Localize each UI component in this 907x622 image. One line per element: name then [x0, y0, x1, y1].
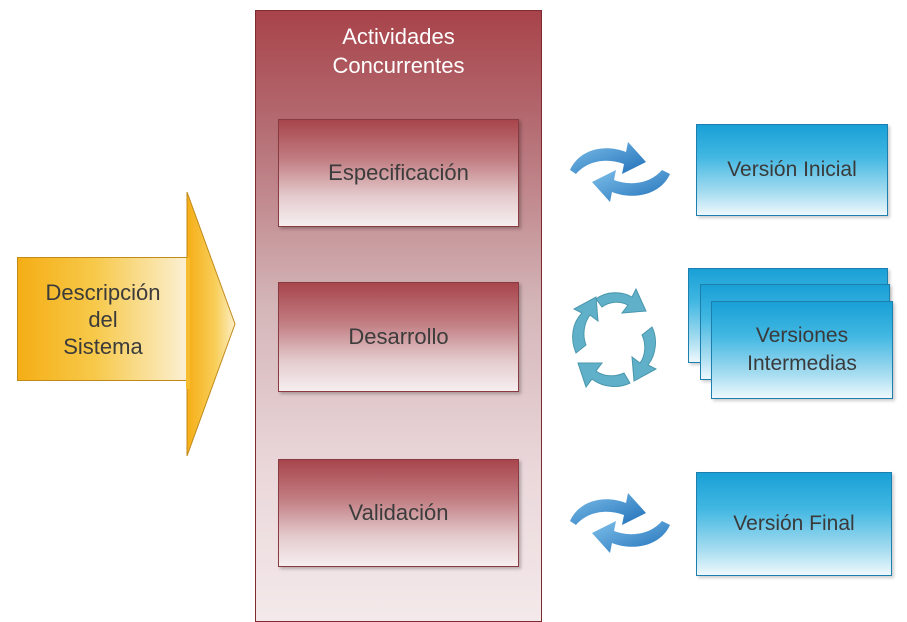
input-arrowhead: [186, 192, 236, 456]
activity-desarrollo: Desarrollo: [278, 282, 519, 392]
version-inicial-box: Versión Inicial: [696, 124, 888, 216]
activity-especificacion: Especificación: [278, 119, 519, 227]
swap-arrows-icon: [570, 493, 670, 553]
versiones-intermedias-box: Versiones Intermedias: [711, 301, 893, 399]
swap-arrows-icon: [570, 142, 670, 202]
cycle-arrows-icon: [572, 287, 658, 389]
column-title: Actividades Concurrentes: [332, 24, 465, 78]
activity-validacion: Validación: [278, 459, 519, 567]
version-final-box: Versión Final: [696, 472, 892, 576]
input-arrow-body: [17, 257, 189, 381]
input-label: Descripción del Sistema: [45, 279, 161, 359]
